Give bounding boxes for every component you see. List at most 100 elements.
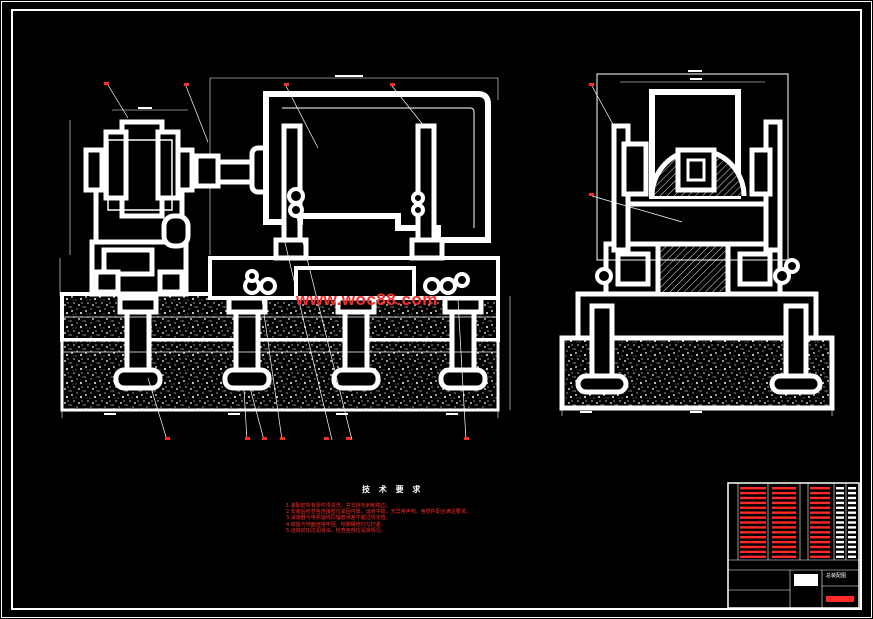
parts-list-cell [772,526,796,529]
parts-list-cell [810,516,830,519]
motor-support-bolts [287,187,425,218]
drawing-title: 总装配图 [826,573,847,579]
anchor-bolt [331,295,381,391]
parts-list-cell [740,491,766,495]
parts-list-cell [810,506,830,509]
parts-list-cell [836,501,844,505]
parts-list-cell [836,536,844,539]
side-mount-plate [617,201,769,247]
parts-list-cell [810,540,830,544]
parts-list-cell [848,526,856,529]
parts-list-cell [848,555,856,558]
parts-list-cell [848,487,856,490]
parts-list-cell [740,521,766,524]
parts-list-cell [810,501,830,505]
parts-list-cell [836,531,844,534]
parts-list-cell [836,496,844,500]
parts-list-cell [740,536,766,539]
title-block-logo-area [794,574,818,586]
anchor-bolt [113,295,163,391]
parts-list-cell [772,555,796,558]
parts-list-cell [740,550,766,554]
parts-list-cell [836,506,844,509]
parts-list-cell [740,555,766,558]
parts-list-cell [740,531,766,534]
parts-list-cell [836,555,844,558]
requirement-item: 2.安装后检查各连接部位紧固可靠，运转平稳，无异常声响，各部件配合满足要求。 [286,509,471,516]
side-shaft-key [686,158,706,182]
parts-list-cell [740,545,766,549]
parts-list-cell [810,536,830,539]
side-anchor-bolts [575,303,823,395]
front-base-bolts [243,269,470,295]
anchor-bolt [769,303,823,395]
side-view [559,70,835,416]
parts-list-cell [772,521,796,524]
parts-list-cell [848,536,856,539]
parts-list-cell [836,491,844,495]
parts-list-cell [810,550,830,554]
parts-list-cell [848,550,856,554]
parts-list-cell [740,516,766,519]
parts-list-cell [740,526,766,529]
parts-list-cell [810,531,830,534]
side-foundation-slab [575,291,819,341]
parts-list-cell [740,540,766,544]
parts-list-grid [728,483,859,608]
parts-list-cell [772,506,796,509]
parts-list-rows [740,487,856,558]
parts-list-cell [848,496,856,500]
watermark: www.woc88.com [296,290,438,309]
electric-motor-outline [282,107,475,228]
side-supports [611,119,783,253]
parts-list-cell [740,496,766,500]
parts-list-cell [740,506,766,509]
parts-list-cell [836,511,844,514]
parts-list-cell [810,496,830,500]
parts-list-cell [772,491,796,495]
parts-list-cell [836,550,844,554]
parts-list-cell [772,545,796,549]
side-leader-lines [591,85,683,223]
parts-list-cell [772,501,796,505]
requirement-item: 1.装配前所有零件须清洗，并去除毛刺和锐边。 [286,503,391,509]
parts-list-cell [810,487,830,490]
parts-list-cell [740,487,766,490]
parts-list-cell [810,511,830,514]
side-base-section [656,242,730,296]
parts-list-cell [740,511,766,514]
parts-list-cell [848,516,856,519]
anchor-bolt [438,295,488,391]
parts-list-cell [836,516,844,519]
anchor-bolt [575,303,629,395]
parts-list-cell [810,545,830,549]
front-leader-markers [104,82,469,440]
parts-list-cell [848,531,856,534]
side-frame-outline [596,73,789,261]
parts-list-cell [810,491,830,495]
parts-list-cell [836,545,844,549]
parts-list-cell [772,540,796,544]
shaft-coupling [193,145,275,195]
parts-list-cell [848,501,856,505]
parts-list-cell [836,526,844,529]
requirement-item: 4.底座与地面连接牢固，地脚螺栓均匀拧紧。 [286,521,386,528]
parts-list-cell [772,516,796,519]
title-block [727,482,860,609]
parts-list-cell [848,506,856,509]
parts-list-cell [740,501,766,505]
parts-list-cell [848,491,856,495]
parts-list-cell [772,511,796,514]
parts-list-cell [836,540,844,544]
parts-list-cell [772,536,796,539]
requirement-item: 3.减速器与电机轴线同轴度误差不超过规定值。 [286,515,391,522]
parts-list-cell [836,521,844,524]
gear-reducer [83,119,195,297]
parts-list-cell [836,487,844,490]
parts-list-cell [810,555,830,558]
front-anchor-bolts [113,295,488,391]
anchor-bolt [222,295,272,391]
parts-list-cell [810,521,830,524]
